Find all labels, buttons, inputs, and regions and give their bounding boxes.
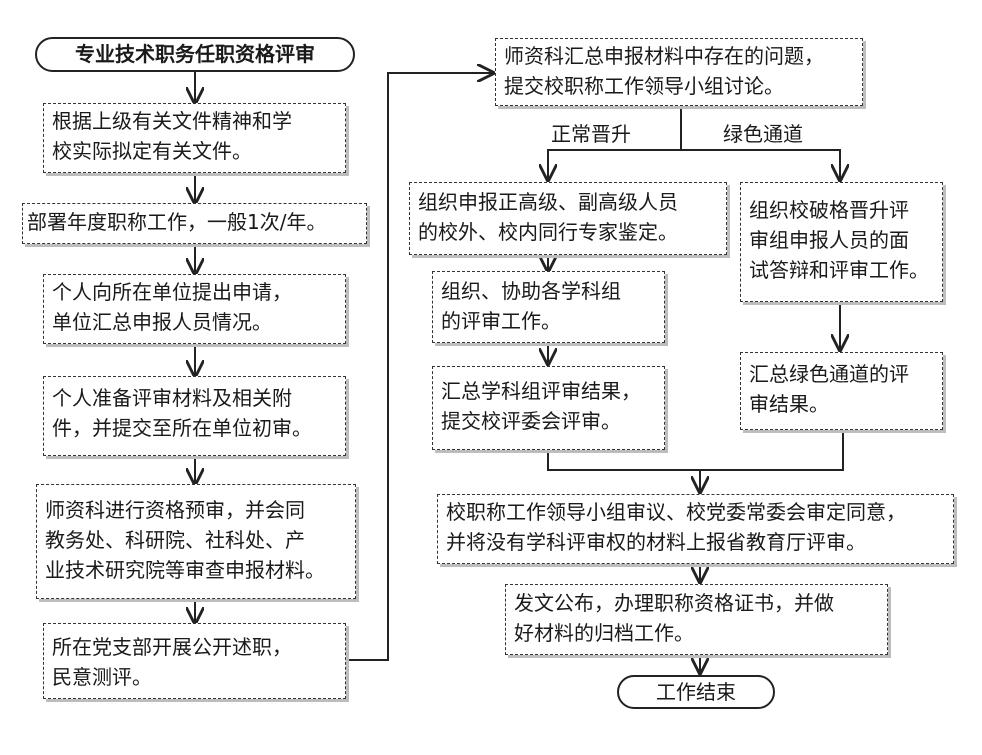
connector-branch-normal (548, 149, 681, 180)
label-green-channel: 绿色通道 (723, 122, 803, 146)
step-discipline-review: 组织、协助各学科组 的评审工作。 (432, 271, 665, 343)
connector-step6-to-summary (348, 73, 493, 661)
step-prepare-materials: 个人准备评审材料及相关附 件，并提交至所在单位初审。 (43, 376, 346, 456)
step-annual-deployment: 部署年度职称工作，一般1次/年。 (22, 203, 367, 244)
step-summary-discipline-results: 汇总学科组评审结果， 提交校评委会评审。 (432, 366, 665, 450)
step-summary-issues: 师资科汇总申报材料中存在的问题， 提交校职称工作领导小组讨论。 (495, 38, 863, 106)
step-public-report: 所在党支部开展公开述职， 民意测评。 (43, 623, 346, 699)
connector-branch-green (681, 149, 840, 180)
step-summary-green-results: 汇总绿色通道的评 审结果。 (740, 352, 943, 430)
step-expert-appraisal: 组织申报正高级、副高级人员 的校外、校内同行专家鉴定。 (409, 182, 727, 255)
step-leadership-approval: 校职称工作领导小组审议、校党委常委会审定同意， 并将没有学科评审权的材料上报省教… (437, 494, 954, 564)
step-interview-review: 组织校破格晋升评 审组申报人员的面 试答辩和评审工作。 (740, 182, 943, 302)
step-publish-certificates: 发文公布，办理职称资格证书，并做 好材料的归档工作。 (505, 584, 888, 655)
start-terminal: 专业技术职务任职资格评审 (35, 37, 355, 72)
label-normal-promotion: 正常晋升 (551, 122, 631, 146)
end-terminal: 工作结束 (617, 675, 775, 709)
step-qualification-precheck: 师资科进行资格预审，并会同 教务处、科研院、社科处、产 业技术研究院等审查申报材… (36, 484, 356, 599)
connector-merge (547, 430, 844, 471)
step-personal-application: 个人向所在单位提出申请， 单位汇总申报人员情况。 (43, 274, 346, 344)
step-draft-documents: 根据上级有关文件精神和学 校实际拟定有关文件。 (43, 103, 346, 173)
